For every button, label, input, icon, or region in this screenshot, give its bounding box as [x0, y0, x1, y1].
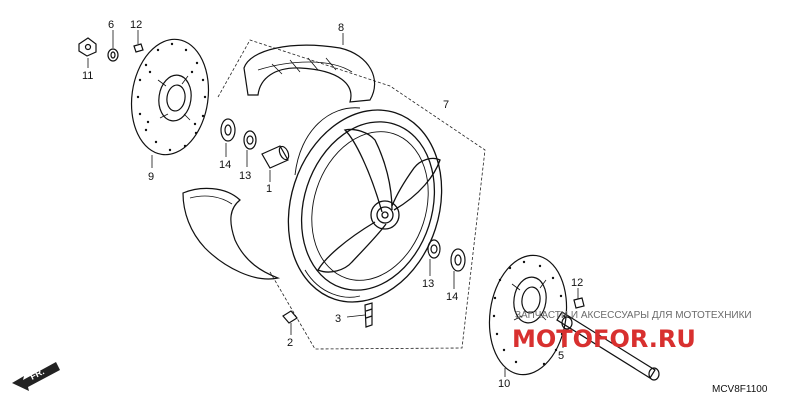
part-label: 13: [422, 278, 434, 290]
watermark-logo: MOTOFOR.RU: [512, 325, 696, 353]
part-label: 6: [108, 19, 114, 31]
brake-disc-front: [130, 38, 210, 156]
watermark: ЗАПЧАСТИ И АКСЕССУАРЫ ДЛЯ МОТОТЕХНИКИ MO…: [512, 310, 752, 353]
valve-2: [282, 310, 298, 324]
drawing-code: MCV8F1100: [712, 384, 768, 395]
tire-upper: [243, 44, 376, 103]
part-label: 5: [558, 350, 564, 362]
valve-stem-3: [364, 302, 373, 328]
bolt-12-rear: [573, 297, 585, 309]
bearing-right-14: [450, 248, 466, 272]
part-label: 12: [571, 277, 583, 289]
part-label: 14: [219, 159, 231, 171]
part-label: 10: [498, 378, 510, 390]
part-label: 9: [148, 171, 154, 183]
bolt-12-front: [133, 43, 144, 53]
bearing-right-13: [427, 239, 441, 259]
bolt-11: [78, 37, 97, 57]
brake-disc-rear: [488, 254, 568, 376]
part-label: 12: [130, 19, 142, 31]
part-label: 8: [338, 22, 344, 34]
part-label: 2: [287, 337, 293, 349]
part-label: 7: [443, 99, 449, 111]
leader-lines: [87, 30, 579, 377]
bearing-left-14: [220, 118, 236, 142]
part-label: 13: [239, 170, 251, 182]
part-label: 14: [446, 291, 458, 303]
assembly-frame: [217, 39, 486, 350]
part-labels: 1 2 3 5 6 7 8 9 10 11 12 12 13 13 14 14: [82, 19, 583, 390]
part-label: 3: [335, 313, 341, 325]
axle: [556, 311, 660, 381]
distance-collar: [261, 145, 290, 169]
tire-lower: [182, 187, 281, 280]
bearing-left-13: [243, 130, 257, 150]
collar-6: [107, 48, 119, 62]
part-label: 11: [82, 70, 93, 82]
part-label: 1: [266, 183, 272, 195]
front-direction-label: FR.: [28, 366, 45, 381]
wheel-rim: [287, 107, 443, 303]
watermark-caption: ЗАПЧАСТИ И АКСЕССУАРЫ ДЛЯ МОТОТЕХНИКИ: [515, 310, 752, 321]
front-direction-arrow-icon: FR.: [12, 362, 60, 391]
